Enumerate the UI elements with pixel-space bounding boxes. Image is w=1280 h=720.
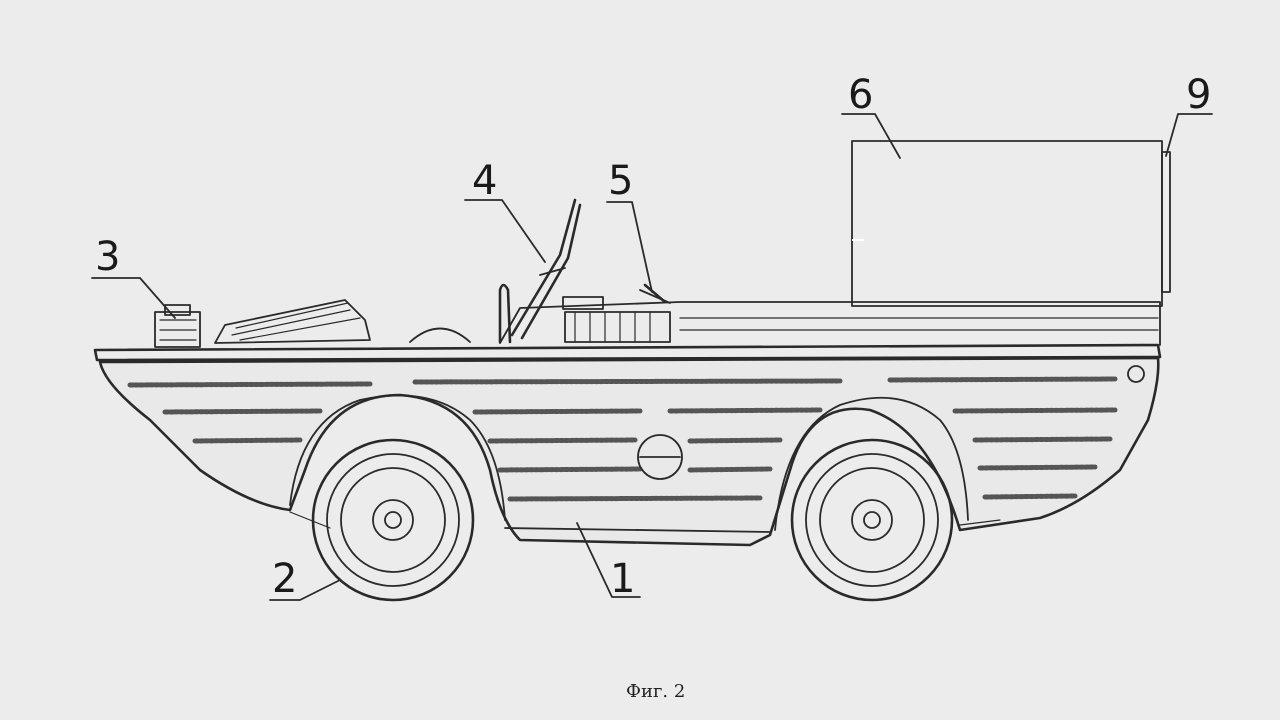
box-body-6 <box>851 140 1163 307</box>
deck-equipment <box>214 296 1161 346</box>
callout-6: 6 <box>848 72 873 118</box>
rear-wheel <box>790 438 954 602</box>
leader-lines <box>91 113 1213 601</box>
callout-3: 3 <box>95 234 120 280</box>
callout-5: 5 <box>608 158 633 204</box>
front-wheel-2 <box>311 438 475 602</box>
windshield-frame-4 <box>498 198 582 344</box>
callout-1: 1 <box>610 556 635 602</box>
callout-9: 9 <box>1186 72 1211 118</box>
front-equipment-3 <box>154 304 201 348</box>
hull-1 <box>93 343 1162 547</box>
callout-2: 2 <box>272 556 297 602</box>
rear-element-9 <box>1161 151 1171 293</box>
lever-5 <box>639 283 671 304</box>
callout-4: 4 <box>472 158 497 204</box>
figure-caption: Фиг. 2 <box>626 681 685 702</box>
